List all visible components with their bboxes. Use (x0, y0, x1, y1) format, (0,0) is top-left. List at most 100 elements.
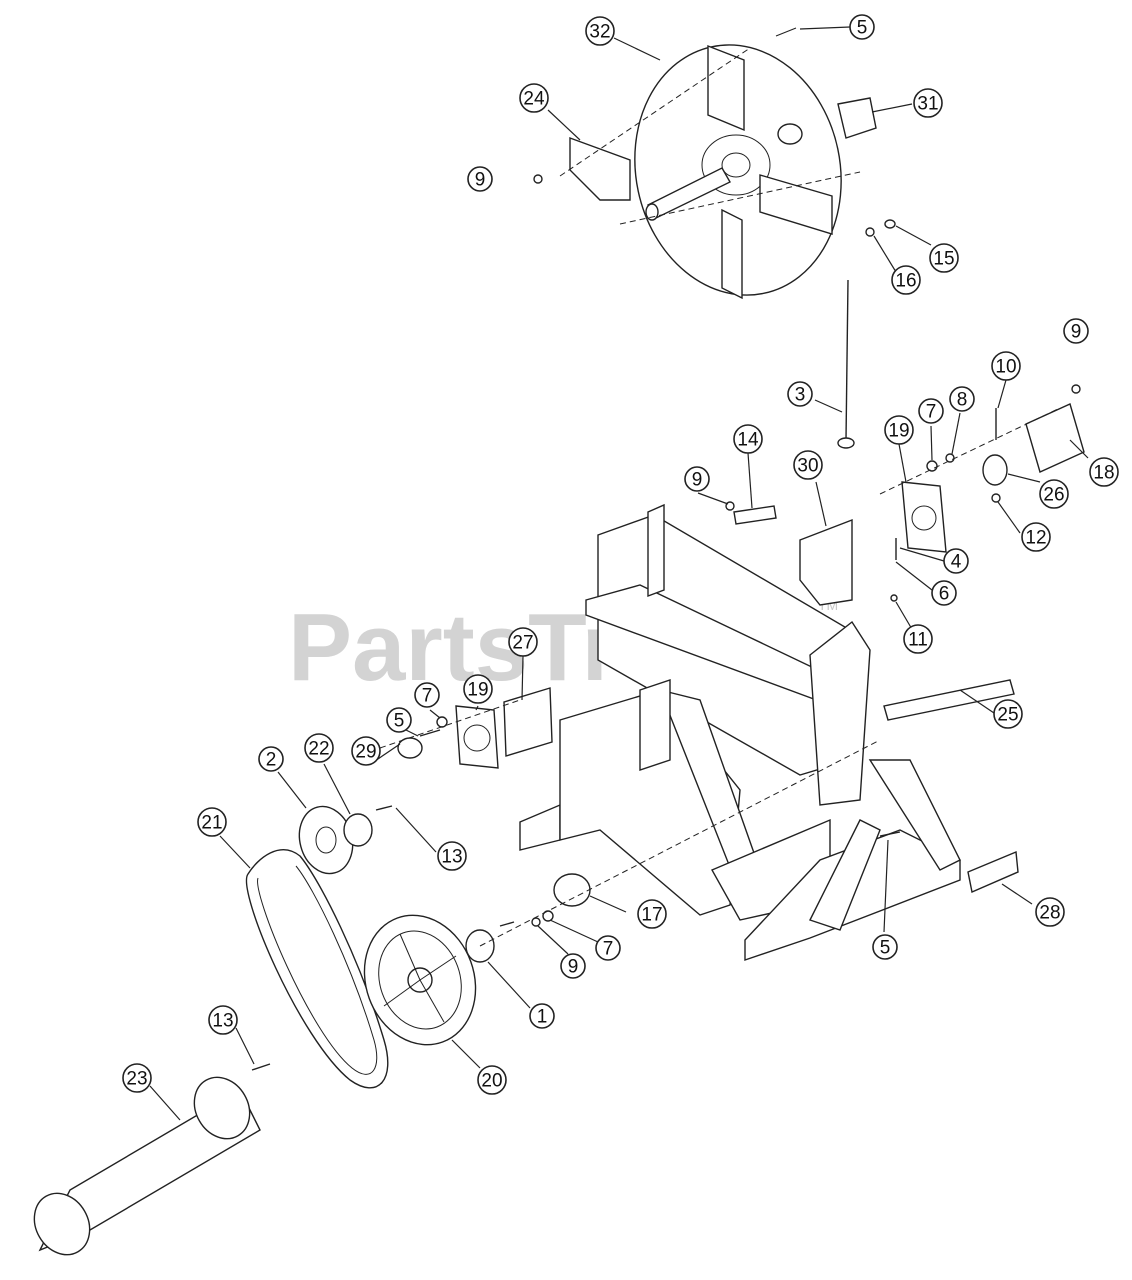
callout-circle (477, 1065, 507, 1095)
callout-circle (595, 935, 621, 961)
bracket-part-30 (799, 518, 853, 606)
callout-3: 3 (787, 381, 813, 407)
nut-part-12 (991, 493, 1001, 503)
belt-part-21 (245, 849, 389, 1089)
rod-part-3-end (837, 437, 855, 449)
disc-hub (701, 134, 771, 196)
nut-part-8 (945, 453, 955, 463)
callout-label: 13 (441, 847, 462, 868)
callout-label: 9 (692, 470, 703, 491)
callout-7: 7 (595, 935, 621, 961)
callout-9: 9 (467, 166, 493, 192)
leader-22 (323, 763, 351, 815)
callout-circle (849, 14, 875, 40)
callout-circle (463, 674, 493, 704)
callout-label: 9 (1071, 322, 1082, 343)
callout-30: 30 (793, 450, 823, 480)
hopper-post-left (647, 503, 665, 598)
leader-30 (815, 481, 827, 527)
callout-circle (991, 351, 1021, 381)
callout-circle (793, 450, 823, 480)
callout-14: 14 (733, 424, 763, 454)
callout-label: 11 (908, 630, 928, 651)
leader-12 (997, 501, 1021, 534)
callout-9: 9 (684, 466, 710, 492)
bracket-part-27 (503, 687, 553, 757)
pto-yoke-top (193, 1076, 251, 1140)
leader-19a (898, 443, 907, 483)
leader-2 (277, 771, 307, 809)
callout-circle (913, 88, 943, 118)
callout-circle (1035, 897, 1065, 927)
disc-shaft-end (645, 203, 659, 221)
callout-label: 22 (308, 739, 329, 760)
shield-part-18 (1025, 403, 1085, 473)
callout-label: 29 (355, 742, 376, 763)
callout-label: 14 (737, 430, 759, 451)
callout-circle (304, 733, 334, 763)
callout-27: 27 (508, 627, 538, 657)
callout-12: 12 (1021, 522, 1051, 552)
callout-circle (949, 386, 975, 412)
rod-part-3 (845, 279, 849, 441)
nut-part-9-top (533, 174, 543, 184)
callout-circle (637, 899, 667, 929)
callout-label: 4 (951, 552, 962, 573)
pulley-spoke-1 (399, 933, 421, 981)
nut-part-16 (865, 227, 875, 237)
callout-8: 8 (949, 386, 975, 412)
callout-19: 19 (884, 415, 914, 445)
leader-31 (871, 103, 913, 113)
callout-10: 10 (991, 351, 1021, 381)
callout-20: 20 (477, 1065, 507, 1095)
callout-label: 21 (201, 813, 222, 834)
callout-13: 13 (437, 841, 467, 871)
disc-center-line-2 (619, 171, 861, 225)
callout-circle (351, 736, 381, 766)
leader-4 (899, 547, 945, 562)
callout-label: 5 (394, 711, 405, 732)
callout-circle (903, 624, 933, 654)
frame-foot-left (519, 803, 561, 851)
callout-circle (891, 265, 921, 295)
callout-circle (929, 243, 959, 273)
callout-circle (519, 83, 549, 113)
callout-circle (508, 627, 538, 657)
washer-part-15 (884, 219, 896, 229)
frame-leg-right (809, 819, 881, 931)
leader-28 (1001, 883, 1033, 905)
callout-label: 8 (957, 390, 968, 411)
callout-circle (931, 580, 957, 606)
callout-circle (884, 415, 914, 445)
key-part-13-lower (499, 921, 515, 927)
callout-circle (872, 934, 898, 960)
callout-label: 19 (888, 421, 909, 442)
callout-circle (733, 424, 763, 454)
leader-3 (814, 399, 843, 413)
leader-21 (219, 835, 251, 869)
plate-part-31 (837, 97, 877, 139)
callout-circle (386, 707, 412, 733)
shaft-part-25 (883, 679, 1015, 721)
main-frame (519, 503, 961, 961)
leader-9d (537, 925, 569, 955)
callout-label: 5 (857, 18, 868, 39)
callout-21: 21 (197, 807, 227, 837)
callout-label: 17 (641, 905, 662, 926)
pulley-spoke-2 (419, 955, 457, 981)
callout-circle (437, 841, 467, 871)
leader-14 (747, 452, 753, 509)
nut-part-9-right (1071, 384, 1081, 394)
right-center-line (879, 407, 1061, 495)
leader-19b (475, 705, 479, 711)
callout-circle (993, 699, 1023, 729)
drive-components (33, 687, 881, 1256)
plate-part-14 (733, 505, 777, 525)
right-components (725, 279, 1085, 893)
callout-label: 28 (1039, 903, 1060, 924)
leader-5c (883, 839, 889, 933)
flange-bearing-part-19-right-bore (911, 505, 937, 531)
disc-assembly (533, 27, 896, 300)
leader-7a (930, 425, 933, 461)
